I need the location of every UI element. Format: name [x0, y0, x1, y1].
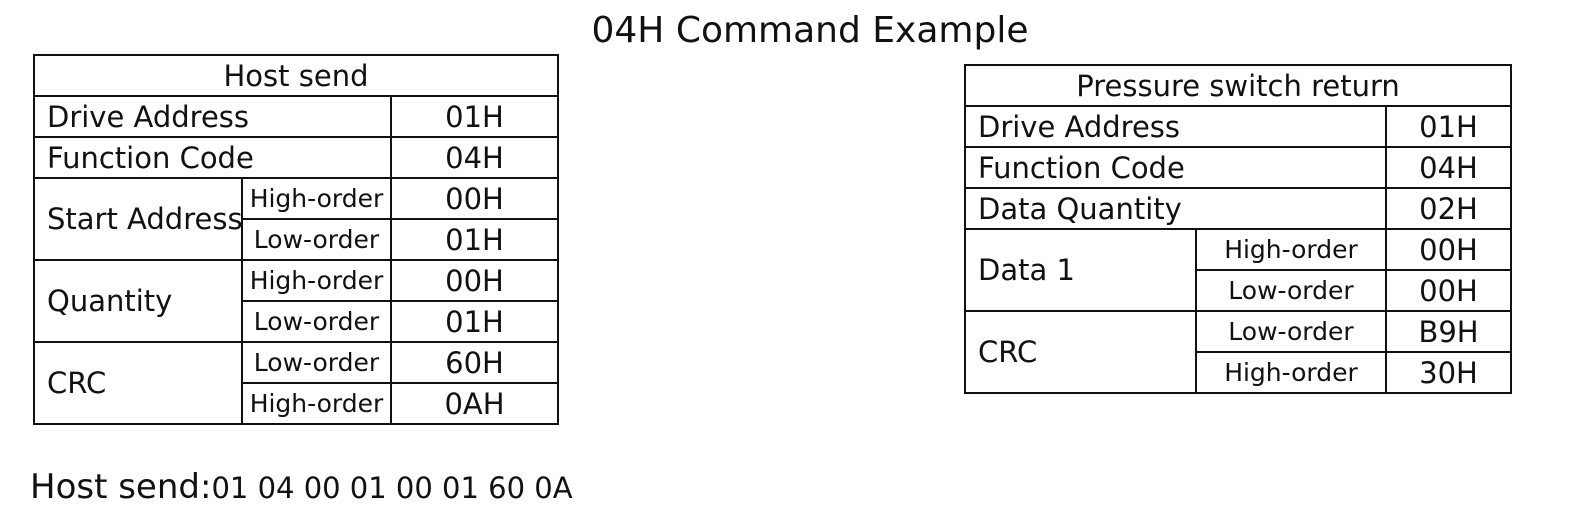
- row-value: 01H: [390, 95, 559, 138]
- byte-order-label: Low-order: [1195, 310, 1387, 353]
- row-value: 0AH: [390, 382, 559, 425]
- row-value: 00H: [1384, 228, 1513, 271]
- byte-order-label: Low-order: [1195, 269, 1387, 312]
- table-row: CRC Low-order 60H: [33, 341, 559, 425]
- row-label: CRC: [33, 341, 243, 425]
- byte-order-label: High-order: [241, 382, 392, 425]
- row-value: 01H: [390, 300, 559, 343]
- byte-order-label: Low-order: [241, 341, 392, 384]
- row-value: 30H: [1384, 351, 1513, 394]
- row-value: 00H: [390, 259, 559, 302]
- byte-order-label: Low-order: [241, 300, 392, 343]
- row-value: 01H: [1384, 105, 1513, 148]
- row-value: B9H: [1384, 310, 1513, 353]
- byte-order-label: Low-order: [241, 218, 392, 261]
- page-title: 04H Command Example: [591, 10, 1029, 51]
- byte-order-label: High-order: [241, 259, 392, 302]
- host-send-table: Host send Drive Address 01H Function Cod…: [33, 54, 559, 425]
- host-send-bytes: 01 04 00 01 00 01 60 0A: [211, 471, 573, 505]
- row-label: Start Address: [33, 177, 243, 261]
- byte-order-label: High-order: [1195, 351, 1387, 394]
- row-label: Data Quantity: [964, 187, 1387, 230]
- row-label: Drive Address: [964, 105, 1387, 148]
- row-label: Data 1: [964, 228, 1197, 312]
- row-label: CRC: [964, 310, 1197, 394]
- row-label: Drive Address: [33, 95, 392, 138]
- row-value: 00H: [1384, 269, 1513, 312]
- row-label: Function Code: [964, 146, 1387, 189]
- table-header: Pressure switch return: [963, 64, 1513, 107]
- table-row: Drive Address 01H: [964, 105, 1513, 148]
- host-send-summary: Host send:01 04 00 01 00 01 60 0A: [30, 464, 573, 511]
- table-row: Data 1 High-order 00H: [964, 228, 1513, 312]
- table-row: Function Code 04H: [964, 146, 1513, 189]
- table-row: Low-order 01H: [34, 218, 559, 261]
- row-label: Function Code: [33, 136, 392, 179]
- row-value: 00H: [390, 177, 559, 220]
- byte-order-label: High-order: [241, 177, 392, 220]
- table-row: Data Quantity 02H: [964, 187, 1513, 230]
- host-send-summary-label: Host send:: [30, 467, 212, 507]
- table-row: High-order 0AH: [34, 382, 559, 425]
- table-row: Function Code 04H: [33, 136, 559, 179]
- row-value: 60H: [390, 341, 559, 384]
- table-row: Low-order 00H: [965, 269, 1513, 312]
- table-row: CRC Low-order B9H: [964, 310, 1513, 394]
- table-header: Host send: [33, 54, 559, 97]
- table-row: Drive Address 01H: [33, 95, 559, 138]
- pressure-switch-return-table: Pressure switch return Drive Address 01H…: [963, 64, 1513, 394]
- byte-order-label: High-order: [1195, 228, 1387, 271]
- table-row: Start Address High-order 00H: [33, 177, 559, 261]
- table-row: Quantity High-order 00H: [33, 259, 559, 343]
- table-header-row: Host send: [33, 54, 559, 97]
- row-value: 04H: [1384, 146, 1513, 189]
- table-header-row: Pressure switch return: [963, 64, 1513, 107]
- row-label: Quantity: [33, 259, 243, 343]
- row-value: 02H: [1384, 187, 1513, 230]
- table-row: High-order 30H: [965, 351, 1513, 394]
- table-row: Low-order 01H: [34, 300, 559, 343]
- row-value: 04H: [390, 136, 559, 179]
- row-value: 01H: [390, 218, 559, 261]
